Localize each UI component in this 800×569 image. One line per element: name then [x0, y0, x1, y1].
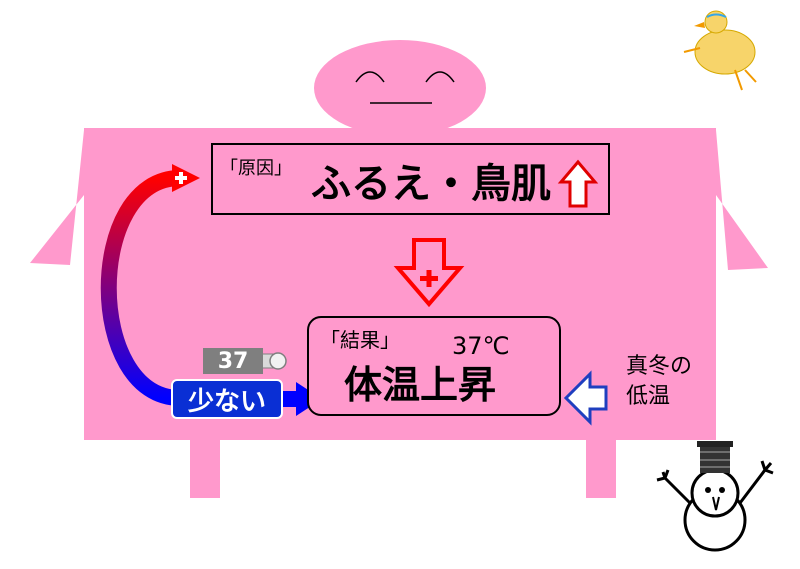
right-eye [425, 71, 455, 83]
plus-icon [175, 172, 187, 184]
cause-box [211, 143, 610, 215]
feedback-label-pill: 少ない [171, 379, 283, 419]
thermometer-icon [257, 352, 287, 370]
right-leg [586, 438, 616, 498]
cause-text: ふるえ・鳥肌 [311, 161, 551, 207]
duck-doodle [683, 10, 757, 91]
result-bracket-label: 「結果」 [320, 328, 400, 352]
result-temperature: 37℃ [452, 332, 510, 360]
cause-bracket-label: 「原因」 [220, 158, 292, 179]
down-arrow-cause-to-result [393, 238, 465, 308]
external-label-line2: 低温 [626, 384, 671, 409]
thermometer-reading: 37 [203, 348, 263, 374]
snowman-doodle [656, 441, 774, 552]
left-leg [190, 438, 220, 498]
left-arm [30, 130, 84, 265]
feedback-loop-arrow [100, 170, 181, 406]
external-label-line1: 真冬の [626, 354, 693, 379]
result-text: 体温上昇 [344, 363, 497, 407]
cold-arrow-icon [563, 370, 608, 426]
right-arm [716, 130, 768, 270]
head [314, 40, 486, 136]
result-box [307, 316, 561, 416]
left-eye [355, 71, 385, 83]
